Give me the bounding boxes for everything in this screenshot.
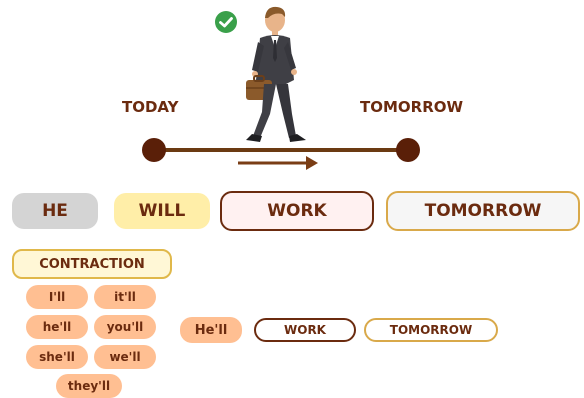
contraction-title: CONTRACTION bbox=[12, 249, 172, 279]
contraction-chip-well: we'll bbox=[94, 345, 156, 369]
timeline-today-label: TODAY bbox=[122, 98, 179, 116]
arrow-right-icon bbox=[238, 156, 318, 170]
contraction-chip-shell: she'll bbox=[26, 345, 88, 369]
example-time-tomorrow: TOMORROW bbox=[364, 318, 498, 342]
timeline bbox=[142, 138, 420, 162]
contraction-chip-hell: he'll bbox=[26, 315, 88, 339]
auxiliary-will-box: WILL bbox=[114, 193, 210, 229]
timeline-start-dot bbox=[142, 138, 166, 162]
businessman-illustration bbox=[246, 6, 306, 142]
time-tomorrow-box: TOMORROW bbox=[386, 191, 580, 231]
example-subject-hell: He'll bbox=[180, 317, 242, 343]
contraction-chip-itll: it'll bbox=[94, 285, 156, 309]
contraction-chip-theyll: they'll bbox=[56, 374, 122, 398]
timeline-end-dot bbox=[396, 138, 420, 162]
timeline-tomorrow-label: TOMORROW bbox=[360, 98, 464, 116]
verb-work-box: WORK bbox=[220, 191, 374, 231]
contraction-chip-ill: I'll bbox=[26, 285, 88, 309]
check-icon bbox=[215, 11, 237, 33]
contraction-chip-youll: you'll bbox=[94, 315, 156, 339]
subject-he-box: HE bbox=[12, 193, 98, 229]
example-verb-work: WORK bbox=[254, 318, 356, 342]
